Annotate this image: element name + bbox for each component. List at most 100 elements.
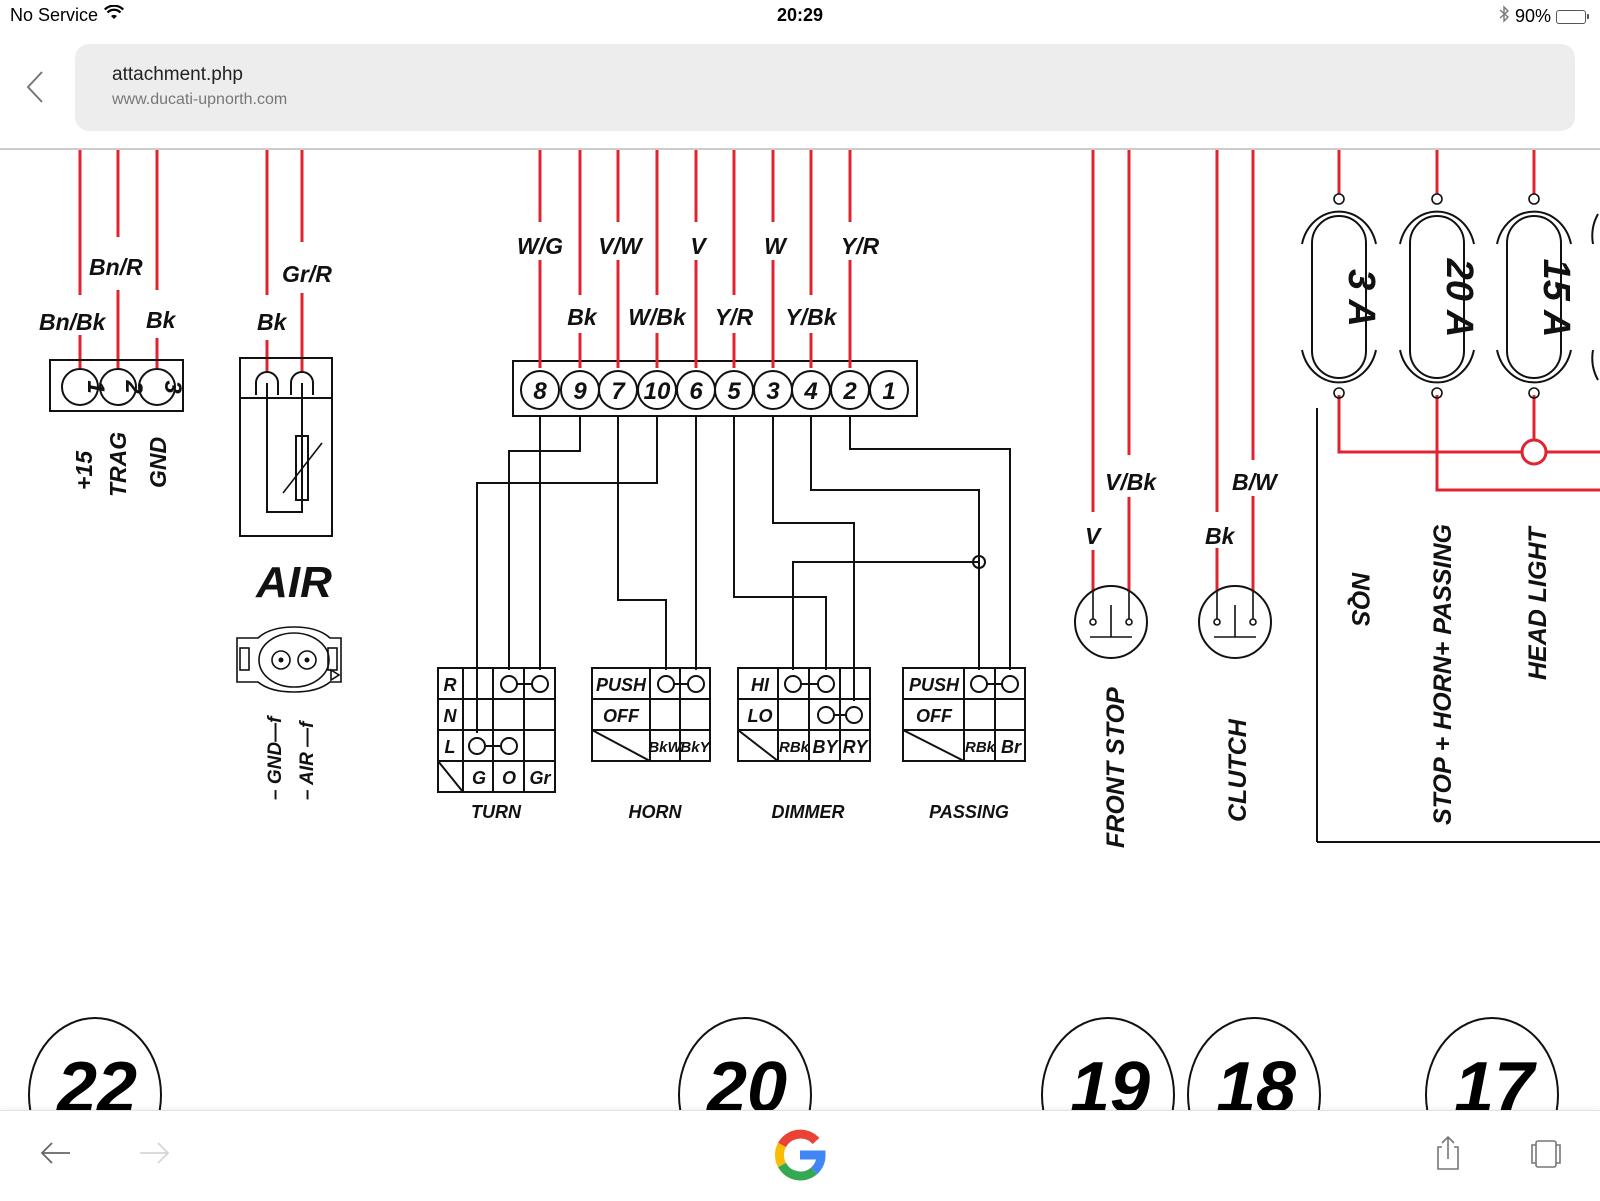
wire <box>508 416 581 670</box>
wire <box>733 416 827 670</box>
air-sensor: Bk Gr/R AIR – GND—f – AIR —f <box>236 150 342 800</box>
battery-icon <box>1556 9 1589 24</box>
browser-header: attachment.php www.ducati-upnorth.com <box>0 34 1600 148</box>
clock: 20:29 <box>776 5 824 25</box>
pin-label: – GND—f <box>265 715 286 800</box>
switch-col-label: BkW <box>648 739 683 756</box>
status-left: No Service <box>10 4 125 26</box>
switch-row-label: LO <box>748 706 773 726</box>
fuse: 20 A <box>1399 150 1480 399</box>
page-title: attachment.php <box>112 64 243 85</box>
battery-percent: 90% <box>1514 6 1551 26</box>
switch-col-label: BY <box>812 737 839 757</box>
wire-label: B/W <box>1232 469 1279 495</box>
bottom-toolbar <box>0 1110 1600 1201</box>
wire-label: Y/R <box>715 304 754 330</box>
switch-symbol-icon <box>1198 585 1272 659</box>
pin-label: GND <box>145 437 171 488</box>
switch-col-label: BkY <box>680 739 711 756</box>
pin-label: – AIR —f <box>297 720 318 800</box>
wire-label: Gr/R <box>282 261 332 287</box>
pin-circle <box>99 368 137 406</box>
pin-number: 1 <box>82 380 109 393</box>
fuse-partial <box>1591 349 1599 381</box>
fuse-label: HEAD LIGHT <box>1524 525 1552 681</box>
switch-row-label: HI <box>751 675 770 695</box>
wire-label: Bk <box>146 307 177 333</box>
wifi-icon <box>104 4 125 26</box>
wiring-diagram-svg: .red { stroke:#e0242f; stroke-width:3; f… <box>28 150 1600 1173</box>
plug-connector-icon <box>236 626 342 693</box>
fuse-rating: 20 A <box>1438 258 1480 338</box>
pin-number: 6 <box>689 378 703 405</box>
arrow-right-icon[interactable] <box>136 1133 176 1173</box>
share-icon[interactable] <box>1428 1133 1468 1173</box>
pin-number: 7 <box>611 378 626 405</box>
switch-col-label: Br <box>1001 737 1022 757</box>
clutch-switch: Bk B/W CLUTCH <box>1198 150 1279 822</box>
pin-number: 5 <box>727 378 741 405</box>
fuse-partial <box>1591 213 1599 245</box>
switch-symbol-icon <box>1074 585 1148 659</box>
wire-junction <box>972 555 986 569</box>
dimmer-switch: HI LO RBk BY RY DIMMER <box>737 667 871 822</box>
carrier-label: No Service <box>10 5 99 25</box>
switch-col-label: G <box>472 768 486 788</box>
pin-label: +15 <box>71 450 97 490</box>
google-logo-icon[interactable] <box>772 1127 828 1183</box>
switch-row-label: R <box>444 675 457 695</box>
switch-row-label: L <box>445 737 456 757</box>
wire-label: Bn/Bk <box>39 309 107 335</box>
pin-number: 3 <box>766 378 780 405</box>
wire-label: Y/R <box>841 233 880 259</box>
pin-circle <box>520 370 560 410</box>
fuse-rating: 3 A <box>1340 269 1382 327</box>
wire-label: Y/Bk <box>785 304 837 330</box>
clutch-title: CLUTCH <box>1224 718 1252 822</box>
wire <box>792 561 979 670</box>
url-field[interactable]: attachment.php www.ducati-upnorth.com <box>75 44 1575 131</box>
connector-housing <box>512 360 918 417</box>
internal-wire <box>266 383 303 513</box>
pin-number: 2 <box>842 378 857 405</box>
pin-number: 10 <box>644 378 671 405</box>
wire-label: W/G <box>517 233 563 259</box>
switch-col-label: RBk <box>779 739 810 756</box>
wire <box>810 416 980 670</box>
wire <box>1435 395 1600 492</box>
switch-col-label: RBk <box>965 739 996 756</box>
pin-number: 3 <box>159 380 186 394</box>
callout-number: 19 <box>1070 1048 1150 1110</box>
connector-22: Bn/Bk Bn/R Bk 1 2 3 +15 TRAG GND <box>39 150 186 497</box>
switch-col-label: Gr <box>529 768 551 788</box>
fuse-label: NQS <box>1346 572 1374 627</box>
horn-switch: PUSH OFF BkW BkY HORN <box>591 667 712 822</box>
arrow-left-icon[interactable] <box>38 1133 78 1173</box>
wire <box>476 416 658 733</box>
wire <box>617 416 667 670</box>
air-title: AIR <box>255 558 332 607</box>
wire <box>849 416 1011 670</box>
wire-label: Bn/R <box>89 254 143 280</box>
pin-number: 2 <box>120 379 147 394</box>
internal-wiring <box>476 416 1011 733</box>
header-divider <box>0 148 1600 150</box>
chevron-left-icon[interactable] <box>22 70 52 103</box>
thermistor-arrow <box>282 442 323 494</box>
switch-title: PASSING <box>929 802 1009 822</box>
wire-label: Bk <box>567 304 598 330</box>
switch-row-label: PUSH <box>596 675 647 695</box>
wire-label: W <box>764 233 788 259</box>
wire-label: Bk <box>1205 523 1236 549</box>
turn-switch: R N L G O Gr TURN <box>437 667 556 822</box>
wire <box>772 416 855 701</box>
wire <box>1337 395 1600 454</box>
wire-label: V/Bk <box>1105 469 1157 495</box>
pin-number: 9 <box>573 378 587 405</box>
callout-number: 20 <box>705 1048 787 1110</box>
wire-label: V <box>690 233 707 259</box>
bluetooth-icon <box>1498 5 1510 28</box>
tabs-icon[interactable] <box>1526 1133 1566 1173</box>
